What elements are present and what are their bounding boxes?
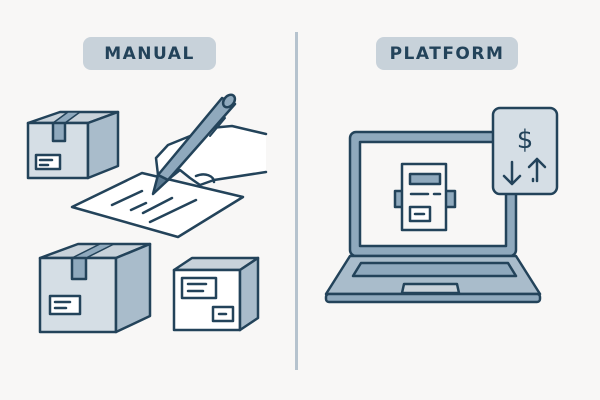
box-icon <box>26 110 120 180</box>
laptop-icon <box>324 130 542 304</box>
dollar-sign-icon: $ <box>517 125 534 155</box>
payment-card-icon <box>491 106 559 196</box>
arrow-down-icon <box>502 160 522 186</box>
arrow-up-icon <box>527 157 547 183</box>
platform-label: PLATFORM <box>376 37 518 70</box>
paper-form-icon <box>70 171 245 239</box>
box-icon <box>38 242 152 334</box>
pen-icon <box>151 93 237 196</box>
document-card-icon <box>393 162 457 232</box>
divider <box>295 32 298 370</box>
manual-label: MANUAL <box>83 37 216 70</box>
box-icon <box>172 256 260 332</box>
